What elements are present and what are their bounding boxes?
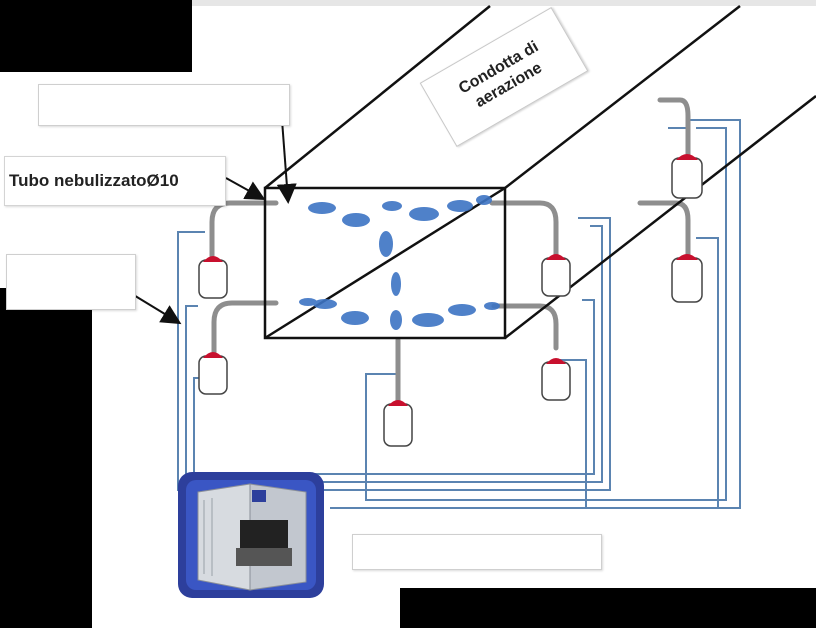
blue-pipe-network — [177, 119, 741, 509]
nozzle-left-lower — [198, 352, 228, 395]
label-box-bottom — [352, 534, 602, 570]
nozzle-far-right-upper — [671, 154, 703, 199]
redaction-block-bottom-right — [400, 588, 816, 628]
nozzles — [198, 154, 703, 447]
nebulizer-machine-icon — [178, 472, 324, 598]
nozzle-left-upper — [198, 256, 228, 299]
redaction-block-left — [0, 288, 92, 628]
mist-droplets — [299, 195, 500, 330]
nozzle-far-right-lower — [671, 254, 703, 303]
pointer-arrows — [131, 119, 297, 325]
label-box-top — [38, 84, 290, 126]
tubo-nebulizzato-text: Tubo nebulizzatoØ10 — [9, 171, 179, 190]
ventilation-duct — [263, 5, 816, 340]
redaction-block-top-left — [0, 0, 192, 72]
nozzle-center-bottom — [383, 400, 413, 447]
redaction-block-top-strip — [192, 0, 816, 6]
nozzle-right-lower — [541, 358, 571, 401]
nozzle-right-upper — [541, 254, 571, 297]
gray-pipe-network — [209, 97, 691, 403]
tubo-nebulizzato-label: Tubo nebulizzatoØ10 — [4, 156, 226, 206]
label-box-mid-left — [6, 254, 136, 310]
